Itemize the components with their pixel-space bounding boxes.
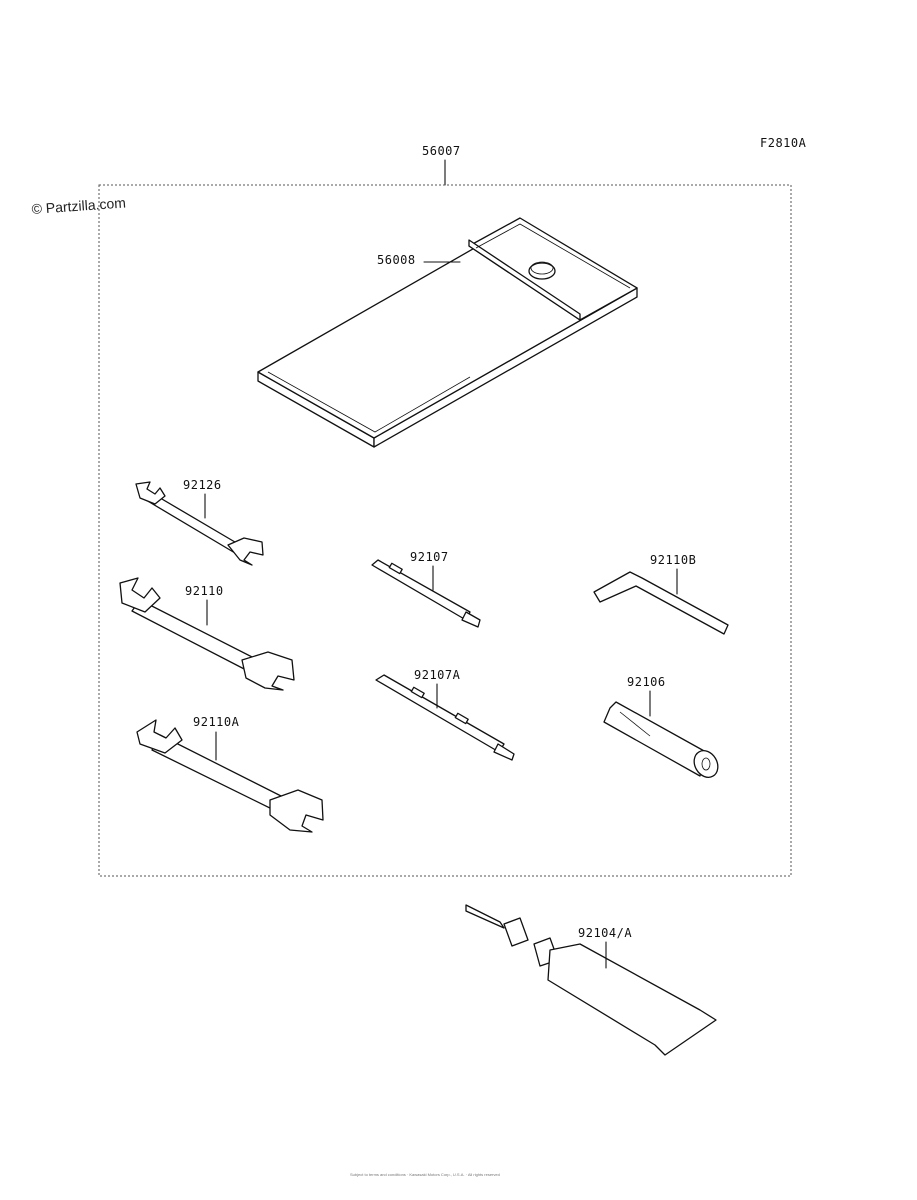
figure-code: F2810A xyxy=(760,136,807,150)
tool-case[interactable] xyxy=(257,217,638,448)
wrench-medium[interactable] xyxy=(119,577,295,691)
wrench-small[interactable] xyxy=(135,481,264,566)
plug-wrench[interactable] xyxy=(603,701,723,782)
label-92110[interactable]: 92110 xyxy=(185,584,224,598)
screwdriver[interactable] xyxy=(371,559,481,628)
label-92107a[interactable]: 92107A xyxy=(414,668,461,682)
wrench-large[interactable] xyxy=(136,719,324,833)
label-56008[interactable]: 56008 xyxy=(377,253,416,267)
hex-key[interactable] xyxy=(593,571,729,635)
label-92106[interactable]: 92106 xyxy=(627,675,666,689)
kit-boundary xyxy=(98,184,792,877)
watermark: © Partzilla.com xyxy=(31,194,126,217)
label-92104a[interactable]: 92104/A xyxy=(578,926,632,940)
label-56007[interactable]: 56007 xyxy=(422,144,461,158)
footer-text: Subject to terms and conditions · Kawasa… xyxy=(350,1172,500,1177)
label-92110a[interactable]: 92110A xyxy=(193,715,240,729)
grease-tube[interactable] xyxy=(465,904,717,1056)
label-92110b[interactable]: 92110B xyxy=(650,553,696,567)
screwdriver-a[interactable] xyxy=(375,674,515,761)
label-92107[interactable]: 92107 xyxy=(410,550,449,564)
label-92126[interactable]: 92126 xyxy=(183,478,222,492)
